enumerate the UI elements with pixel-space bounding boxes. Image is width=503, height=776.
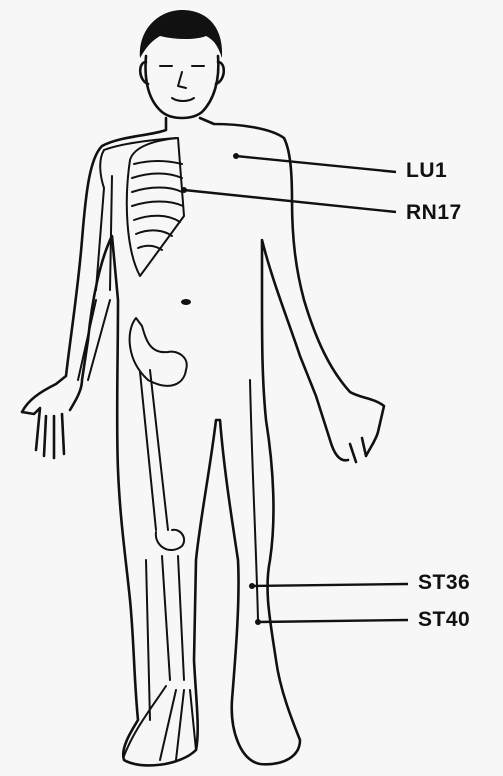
knee-joint (156, 530, 184, 550)
sternum (127, 138, 184, 276)
nose (178, 72, 186, 88)
body-outline (22, 118, 384, 765)
st40-leader (258, 620, 408, 622)
leader-lines (181, 153, 408, 625)
rn17-leader (184, 190, 396, 212)
lu1-label: LU1 (406, 160, 447, 181)
ribs (132, 161, 183, 250)
pelvis (130, 318, 187, 386)
navel (181, 299, 191, 305)
st40-marker (255, 619, 261, 625)
lu1-marker (233, 153, 239, 159)
st36-label: ST36 (418, 572, 470, 593)
skeleton (78, 138, 196, 760)
st36-leader (252, 584, 408, 586)
head (140, 10, 224, 118)
st40-label: ST40 (418, 609, 470, 630)
tibia (162, 556, 184, 680)
st36-marker (249, 583, 255, 589)
femur (140, 370, 168, 530)
lu1-leader (236, 156, 396, 172)
rn17-label: RN17 (406, 202, 462, 223)
rn17-marker (181, 187, 187, 193)
mouth (172, 98, 194, 101)
hair (140, 10, 222, 58)
shin-line (146, 560, 150, 720)
humerus (96, 150, 112, 290)
